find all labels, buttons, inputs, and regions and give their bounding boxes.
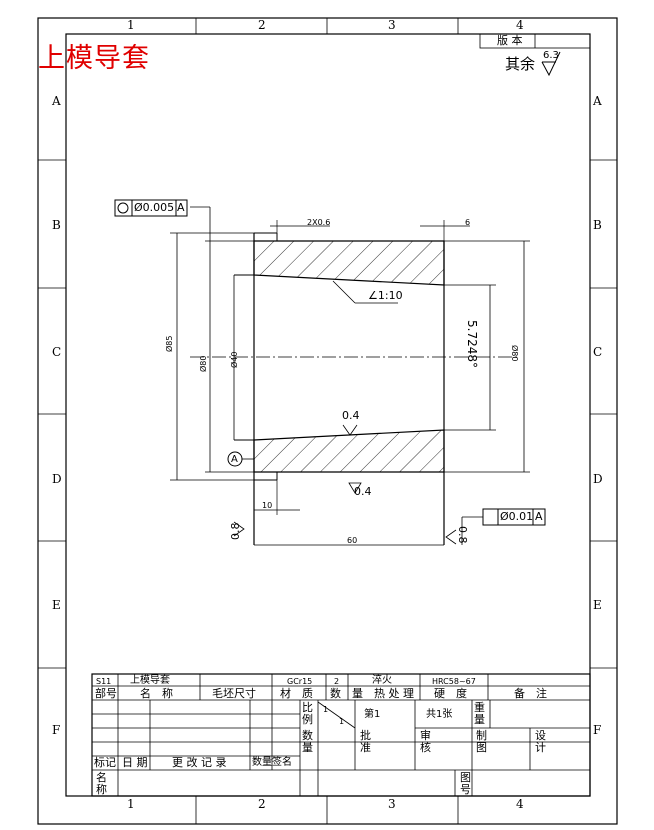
- tb-change-label: 更 改 记 录: [172, 756, 227, 769]
- zone-col-4: 4: [516, 18, 524, 32]
- roughness-other-label: 其余: [505, 55, 536, 73]
- zone-row-d: D: [52, 472, 62, 486]
- version-label: 版 本: [497, 34, 523, 47]
- zone-col-1: 1: [127, 18, 135, 32]
- zone-row-e: E: [52, 598, 61, 612]
- dim-length: 60: [347, 536, 358, 545]
- chamfer-left: 2X0.6: [307, 218, 331, 227]
- tb-h-blank: 毛坯尺寸: [212, 687, 256, 700]
- tb-date-label: 日 期: [122, 756, 148, 769]
- roughness-right: 0.8: [456, 526, 469, 544]
- roughness-left: 0.8: [229, 522, 242, 541]
- tb-review: 审核: [420, 729, 431, 754]
- outer-border: [37, 17, 618, 825]
- zone-col-3-bottom: 3: [388, 797, 396, 811]
- dim-taper-length: 5.7248°: [465, 320, 479, 368]
- tb-scale-top: 1: [323, 705, 329, 714]
- corner-title: 上模导套: [38, 43, 150, 74]
- section-bottom-wall: [253, 429, 445, 473]
- taper-label: ∠1:10: [368, 289, 403, 302]
- zone-row-d-right: D: [593, 472, 603, 486]
- zone-row-a: A: [52, 94, 61, 108]
- zone-row-f-right: F: [593, 723, 602, 737]
- chamfer-right: 6: [465, 218, 471, 227]
- right-tolerance-value: Ø0.01: [500, 510, 534, 523]
- tb-hardness: HRC58~67: [432, 677, 476, 686]
- zone-col-2: 2: [258, 18, 266, 32]
- tb-sheet-total: 共1张: [426, 709, 453, 720]
- tb-mark-label: 标记: [94, 756, 116, 769]
- zone-col-4-bottom: 4: [516, 797, 524, 811]
- zone-row-c: C: [52, 345, 62, 359]
- zone-row-e-right: E: [593, 598, 602, 612]
- dim-step: 10: [262, 501, 273, 510]
- tb-sheet-no: 第1: [364, 709, 381, 720]
- tb-h-hardness: 硬 度: [434, 687, 467, 700]
- tb-count-sign: 数量签名: [252, 757, 292, 768]
- zone-row-c-right: C: [593, 345, 603, 359]
- tb-qty-label: 数量: [302, 729, 313, 754]
- dim-right-outer: Ø80: [510, 345, 519, 362]
- tb-h-material: 材 质: [280, 687, 313, 700]
- tb-scale-bottom: 1: [339, 717, 345, 726]
- tb-scale-label: 比例: [302, 701, 313, 726]
- roughness-bore: 0.4: [342, 409, 360, 422]
- zone-row-b-right: B: [593, 218, 602, 232]
- tb-h-part-no: 部号: [95, 687, 117, 700]
- zone-row-f: F: [52, 723, 61, 737]
- roughness-face: 0.4: [354, 485, 372, 498]
- zone-col-1-bottom: 1: [127, 797, 135, 811]
- zone-col-3: 3: [388, 18, 396, 32]
- runout-tolerance-value: Ø0.005: [134, 201, 175, 214]
- zone-col-2-bottom: 2: [258, 797, 266, 811]
- tb-h-remark: 备 注: [514, 687, 547, 700]
- dim-outer-left: Ø85: [165, 335, 174, 352]
- tb-h-qty: 数 量: [330, 687, 363, 700]
- right-tolerance-datum: A: [535, 510, 543, 523]
- tb-h-name: 名 称: [140, 687, 173, 700]
- tb-name-label: 名称: [96, 771, 107, 796]
- tb-drawing-no: 图号: [460, 771, 471, 796]
- roughness-other-value: 6.3: [543, 50, 559, 61]
- section-top-wall: [253, 240, 445, 286]
- tb-approve: 批准: [360, 729, 371, 754]
- tb-draw: 制图: [476, 729, 487, 754]
- dim-outer-mid: Ø80: [199, 355, 208, 372]
- zone-row-a-right: A: [593, 94, 602, 108]
- tb-qty: 2: [334, 677, 340, 686]
- tb-h-heat: 热 处 理: [374, 687, 414, 700]
- tb-design: 设计: [535, 729, 546, 754]
- tb-unit-label: 重量: [474, 701, 485, 726]
- datum-label: A: [231, 454, 238, 465]
- tb-heat: 淬火: [372, 675, 392, 686]
- tb-material: GCr15: [287, 677, 313, 686]
- zone-row-b: B: [52, 218, 61, 232]
- tb-part-name: 上模导套: [130, 675, 170, 686]
- dim-bore: Ø40: [230, 351, 239, 368]
- runout-datum: A: [177, 201, 185, 214]
- tb-part-no: S11: [96, 677, 112, 686]
